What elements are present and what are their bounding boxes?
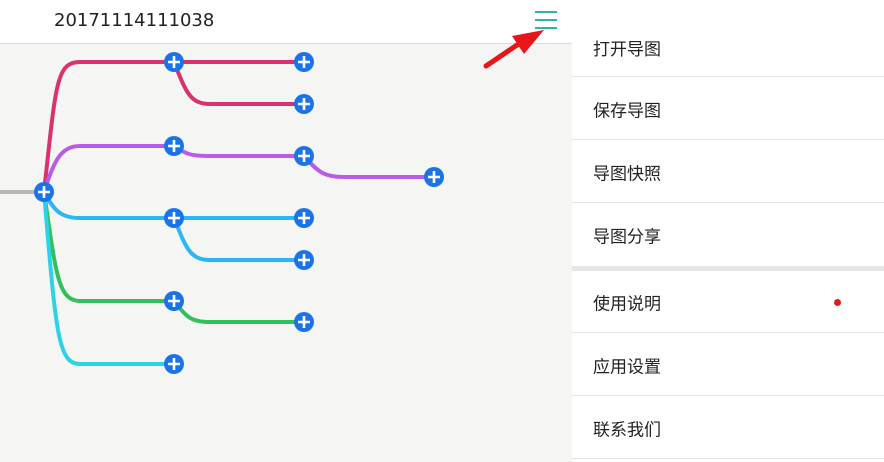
branch-purple-sub1	[172, 144, 306, 158]
mindmap-canvas[interactable]	[0, 44, 572, 462]
menu-item-instructions[interactable]: 使用说明	[572, 271, 884, 333]
menu-item-label: 联系我们	[593, 420, 661, 440]
branch-red-sub2	[172, 60, 306, 106]
top-bar: 20171114111038	[0, 0, 572, 44]
root-node-plus-icon[interactable]	[34, 182, 54, 202]
menu-item-app-settings[interactable]: 应用设置	[572, 334, 884, 396]
menu-item-label: 保存导图	[593, 101, 661, 121]
branch-blue	[42, 190, 176, 220]
node-plus-icon[interactable]	[164, 291, 184, 311]
branch-purple-sub2	[302, 154, 436, 179]
branch-red	[42, 60, 176, 194]
menu-item-label: 打开导图	[593, 40, 661, 60]
branch-green-sub1	[172, 299, 306, 324]
menu-item-save-map[interactable]: 保存导图	[572, 78, 884, 140]
menu-item-map-share[interactable]: 导图分享	[572, 204, 884, 266]
mindmap-svg	[0, 52, 444, 374]
node-plus-icon[interactable]	[294, 94, 314, 114]
node-plus-icon[interactable]	[294, 146, 314, 166]
node-plus-icon[interactable]	[164, 52, 184, 72]
branch-cyan	[42, 190, 176, 366]
menu-item-open-map[interactable]: 打开导图	[572, 15, 884, 77]
node-plus-icon[interactable]	[164, 208, 184, 228]
node-plus-icon[interactable]	[294, 250, 314, 270]
menu-item-label: 使用说明	[593, 294, 661, 314]
hamburger-menu-icon[interactable]	[535, 11, 557, 31]
menu-item-label: 导图快照	[593, 164, 661, 184]
side-drawer: 打开导图 保存导图 导图快照 导图分享 使用说明 应用设置 联系我们	[572, 0, 884, 462]
menu-item-map-snapshot[interactable]: 导图快照	[572, 141, 884, 203]
branch-purple	[42, 144, 176, 194]
node-plus-icon[interactable]	[294, 312, 314, 332]
branch-blue-sub2	[172, 216, 306, 262]
menu-item-label: 导图分享	[593, 227, 661, 248]
node-plus-icon[interactable]	[294, 52, 314, 72]
node-plus-icon[interactable]	[164, 136, 184, 156]
map-title: 20171114111038	[54, 10, 215, 31]
menu-item-contact-us[interactable]: 联系我们	[572, 397, 884, 459]
node-plus-icon[interactable]	[294, 208, 314, 228]
node-plus-icon[interactable]	[424, 167, 444, 187]
menu-divider	[572, 266, 884, 271]
branch-green	[42, 190, 176, 303]
notification-dot-icon	[834, 298, 841, 306]
node-plus-icon[interactable]	[164, 354, 184, 374]
menu-item-label: 应用设置	[593, 357, 661, 377]
